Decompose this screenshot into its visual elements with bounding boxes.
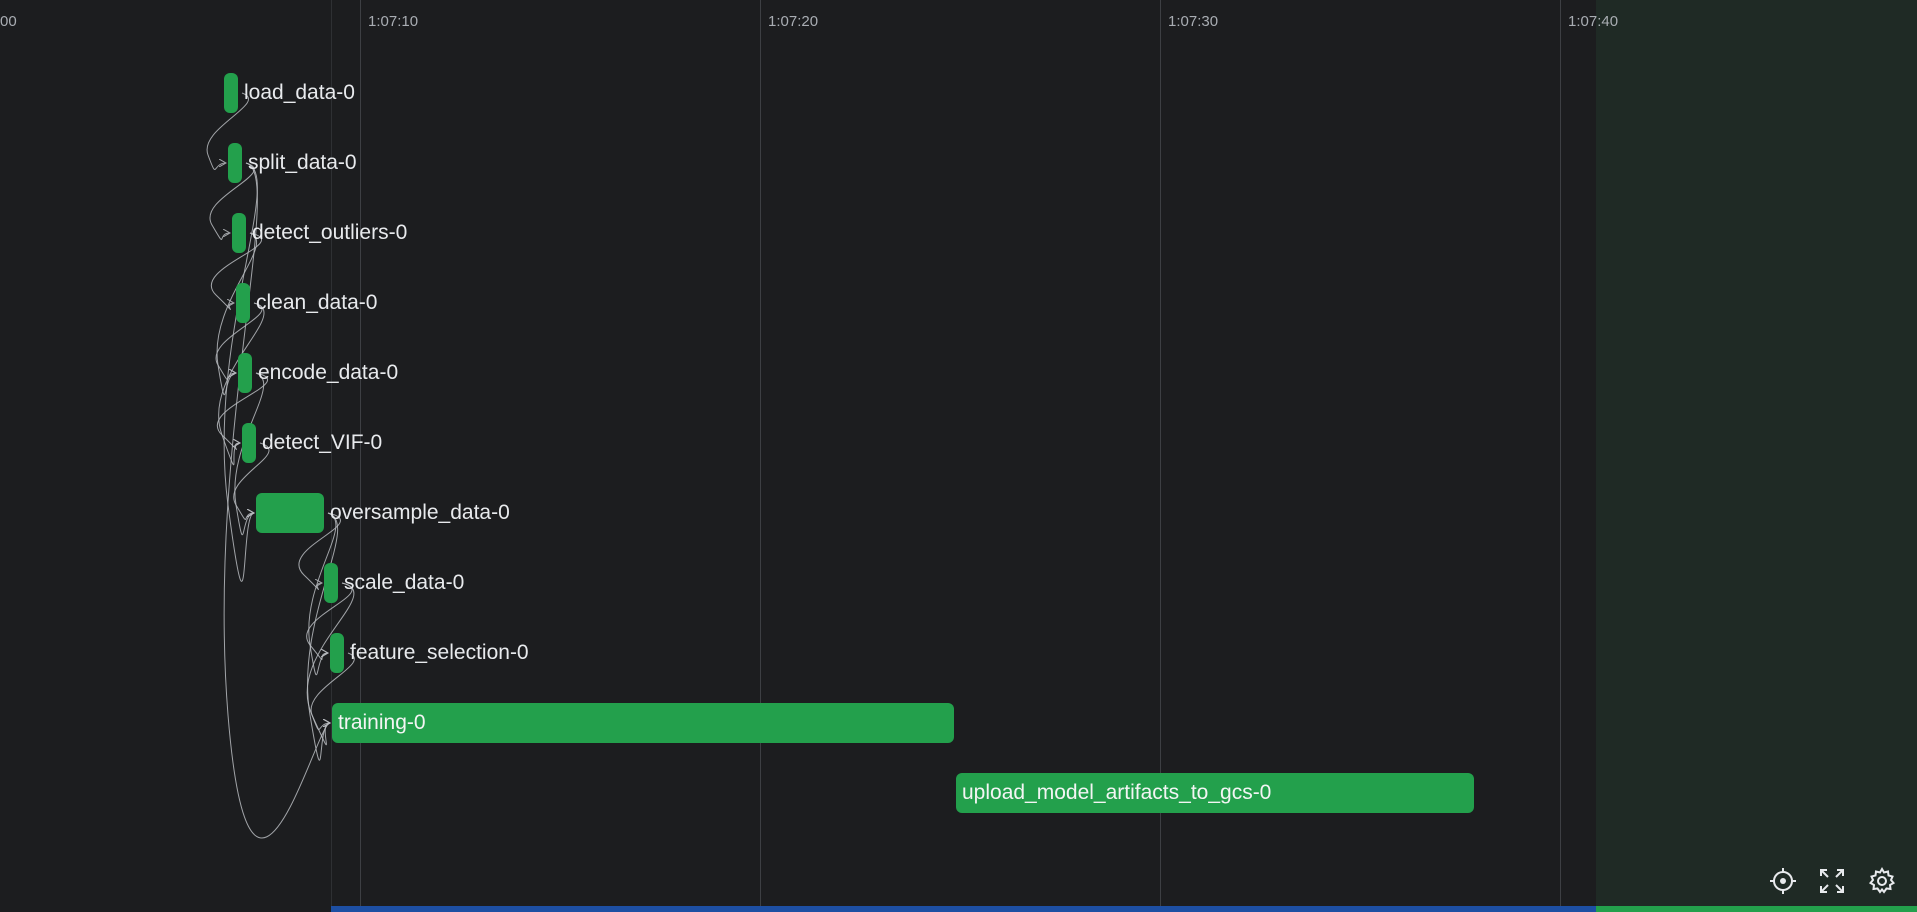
time-tick-label: 00 bbox=[0, 13, 17, 30]
task-label: scale_data-0 bbox=[344, 571, 465, 594]
task-label: clean_data-0 bbox=[256, 291, 378, 314]
time-tick-label: 1:07:10 bbox=[368, 13, 419, 30]
task-bar-encode-data-0[interactable] bbox=[238, 353, 252, 393]
gridline bbox=[1160, 0, 1161, 906]
recenter-button[interactable] bbox=[1766, 864, 1800, 898]
fullscreen-button[interactable] bbox=[1815, 864, 1849, 898]
task-bar-upload-model-artifacts-to-gcs-0[interactable] bbox=[956, 773, 1474, 813]
task-label: upload_model_artifacts_to_gcs-0 bbox=[962, 781, 1272, 804]
gridline bbox=[760, 0, 761, 906]
task-bar-detect-outliers-0[interactable] bbox=[232, 213, 246, 253]
task-label: split_data-0 bbox=[248, 151, 357, 174]
task-bar-scale-data-0[interactable] bbox=[324, 563, 338, 603]
crosshair-icon bbox=[1770, 868, 1796, 894]
task-label: oversample_data-0 bbox=[330, 501, 510, 524]
time-tick-label: 1:07:40 bbox=[1568, 13, 1619, 30]
time-tick-label: 1:07:20 bbox=[768, 13, 819, 30]
gridline bbox=[360, 0, 361, 906]
task-label: feature_selection-0 bbox=[350, 641, 529, 664]
future-region bbox=[1596, 0, 1917, 912]
gear-icon bbox=[1868, 866, 1896, 894]
task-bar-feature-selection-0[interactable] bbox=[330, 633, 344, 673]
task-label: training-0 bbox=[338, 711, 426, 734]
settings-button[interactable] bbox=[1865, 864, 1899, 898]
task-bar-detect-vif-0[interactable] bbox=[242, 423, 256, 463]
task-label: encode_data-0 bbox=[258, 361, 399, 384]
time-tick-label: 1:07:30 bbox=[1168, 13, 1219, 30]
gridline bbox=[1560, 0, 1561, 906]
task-label: detect_VIF-0 bbox=[262, 431, 383, 454]
gridline bbox=[331, 0, 332, 906]
task-bar-clean-data-0[interactable] bbox=[236, 283, 250, 323]
task-label: load_data-0 bbox=[244, 81, 355, 104]
run-progress-tail bbox=[1596, 906, 1917, 912]
task-bar-training-0[interactable] bbox=[332, 703, 954, 743]
task-bar-load-data-0[interactable] bbox=[224, 73, 238, 113]
task-bar-oversample-data-0[interactable] bbox=[256, 493, 324, 533]
expand-icon bbox=[1820, 869, 1844, 893]
task-bar-split-data-0[interactable] bbox=[228, 143, 242, 183]
run-progress-bar bbox=[331, 906, 1596, 912]
task-label: detect_outliers-0 bbox=[252, 221, 408, 244]
